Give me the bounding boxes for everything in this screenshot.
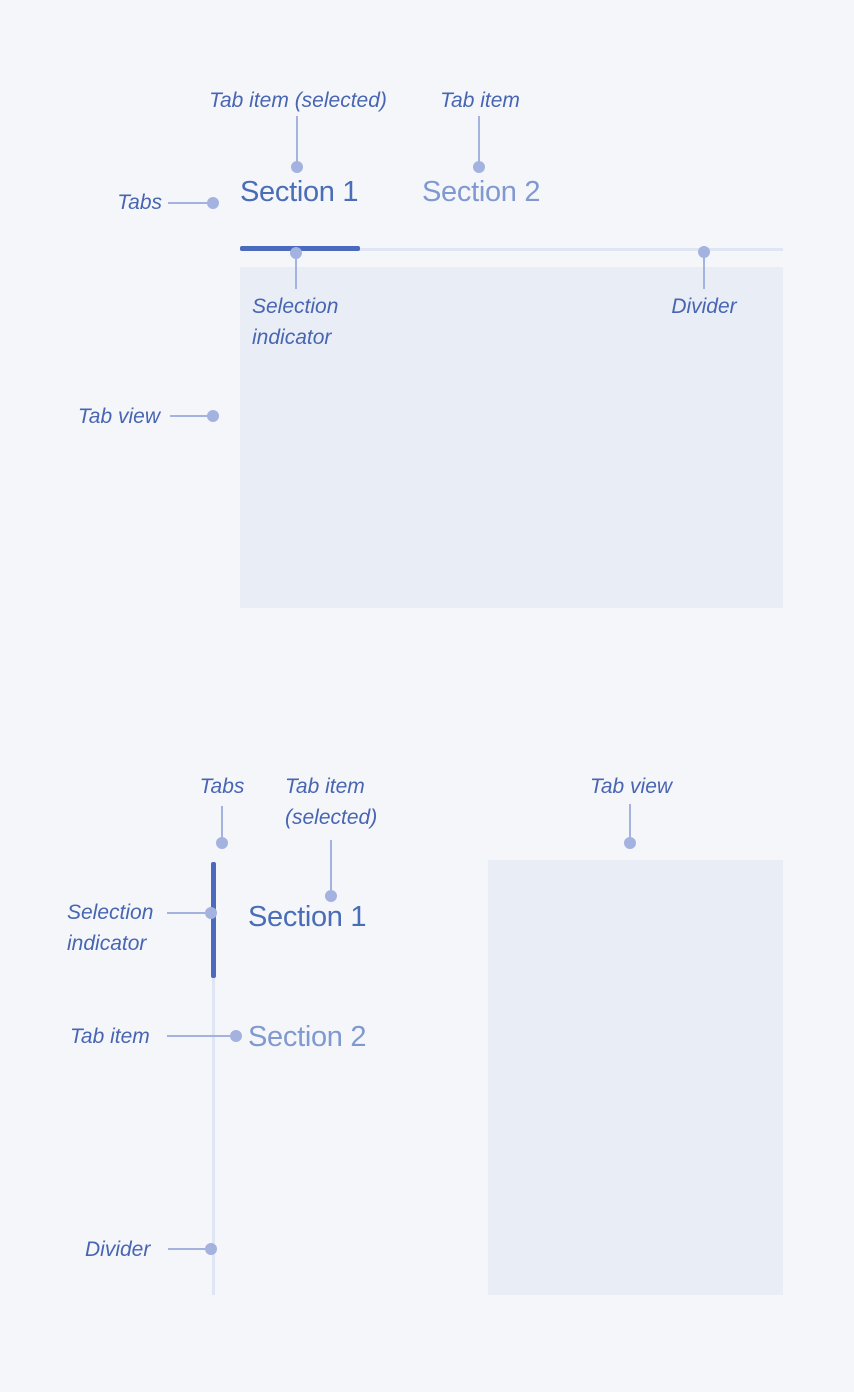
callout-dot [205,1243,217,1255]
tab-view-panel [488,860,783,1295]
selection-indicator [211,862,216,978]
callout-label-tab-item-selected: Tab item (selected) [209,89,387,112]
callout-label-tab-view: Tab view [77,405,160,428]
callout-stem [330,840,332,890]
callout-stem [629,804,631,838]
callout-dot [698,246,710,258]
callout-label-tab-view: Tab view [589,775,673,798]
callout-dot [205,907,217,919]
tab-view-panel [240,267,783,608]
callout-line [167,1035,230,1037]
callout-line [168,202,208,204]
callout-label-tab-item-selected: Tab item (selected) [285,771,377,833]
tabs-divider [240,248,783,251]
callout-dot [290,247,302,259]
callout-stem [703,258,705,289]
callout-dot [325,890,337,902]
callout-dot [473,161,485,173]
callout-label-divider: Divider [85,1238,151,1261]
callout-label-selection-indicator: Selection indicator [252,291,338,353]
callout-line [168,1248,205,1250]
callout-label-line: indicator [67,932,147,955]
callout-label-tab-item: Tab item [70,1025,150,1048]
tab-item-section-2[interactable]: Section 2 [422,176,541,208]
callout-label-line: Selection [67,901,154,924]
callout-dot [207,410,219,422]
callout-stem [296,116,298,162]
callout-dot [624,837,636,849]
callout-label-tab-item: Tab item [440,89,520,112]
callout-dot [207,197,219,209]
callout-line [170,415,208,417]
callout-stem [295,258,297,289]
callout-stem [478,116,480,162]
callout-dot [216,837,228,849]
callout-label-tabs: Tabs [117,191,162,214]
callout-label-selection-indicator: Selection indicator [67,897,153,959]
tab-item-section-2[interactable]: Section 2 [248,1021,367,1053]
callout-label-line: indicator [252,326,332,349]
callout-stem [221,806,223,838]
tabs-divider [212,862,215,1295]
callout-label-tabs: Tabs [199,775,245,798]
callout-label-line: Selection [252,295,339,318]
callout-label-divider: Divider [671,295,737,318]
callout-label-line: (selected) [285,806,378,829]
callout-label-line: Tab item [285,775,365,798]
callout-dot [291,161,303,173]
tab-item-section-1[interactable]: Section 1 [248,901,367,933]
callout-line [167,912,205,914]
callout-dot [230,1030,242,1042]
tab-item-section-1[interactable]: Section 1 [240,176,359,208]
